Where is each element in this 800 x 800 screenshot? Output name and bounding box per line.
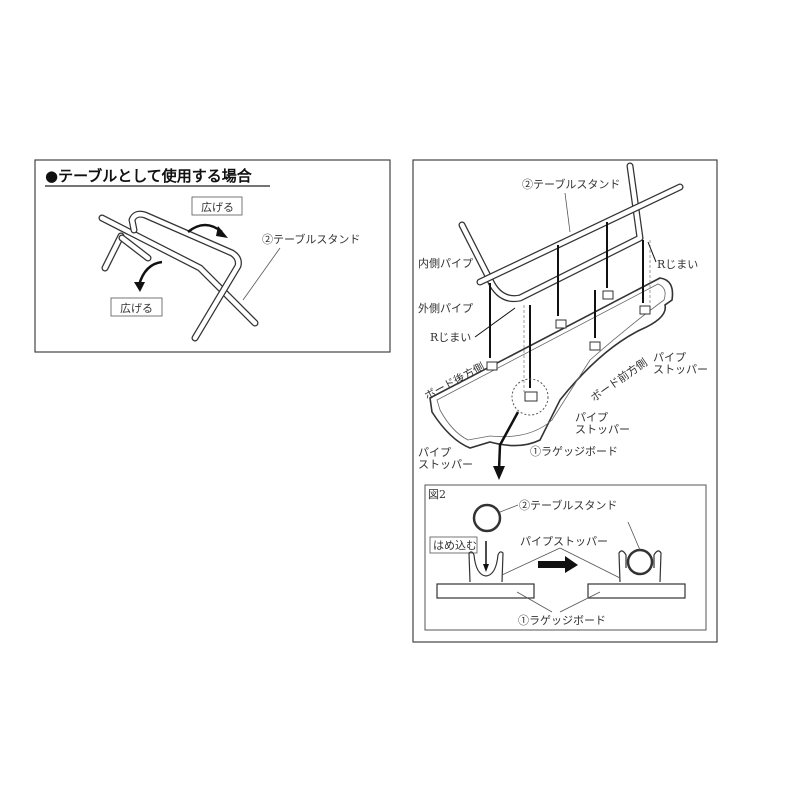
arrowhead-icon xyxy=(134,282,145,292)
arrowhead-icon xyxy=(493,466,505,480)
right-arrow-icon xyxy=(538,556,578,573)
outer-pipe-label: 外側パイプ xyxy=(418,302,473,315)
spread-label-box xyxy=(191,196,243,216)
leader-line xyxy=(242,247,281,301)
table-stand-drawing xyxy=(458,162,684,303)
r-end-label: Rじまい xyxy=(657,258,698,271)
panel-title: ●テーブルとして使用する場合 xyxy=(45,167,253,185)
luggage-board-label: ①ラゲッジボード xyxy=(530,445,618,458)
rotate-arrow-icon xyxy=(187,223,223,233)
assembly-panel: ②テーブルスタンド 内側パイプ Rじまい 外側パイプ Rじまい ボード後方側 ボ… xyxy=(412,159,718,643)
figure-border xyxy=(424,484,707,631)
table-usage-panel: ●テーブルとして使用する場合 広げる 広げる ②テーブルスタンド xyxy=(34,159,391,353)
stopper-label: ストッパー xyxy=(653,363,708,376)
stand-label: ②テーブルスタンド xyxy=(262,232,360,246)
stopper-label: ストッパー xyxy=(418,458,473,471)
down-arrows xyxy=(489,222,644,388)
pipe-section xyxy=(472,503,502,533)
stopper-label: パイプ xyxy=(418,446,451,459)
board-front-label: ボード前方側 xyxy=(588,355,650,404)
r-end-label: Rじまい xyxy=(430,331,471,344)
pipe-stoppers xyxy=(486,290,651,402)
stopper-label: パイプストッパー xyxy=(520,535,608,548)
stopper-label: パイプ xyxy=(575,411,608,424)
rotate-arrow-icon xyxy=(137,260,163,286)
stand-label: ②テーブルスタンド xyxy=(519,498,617,512)
detail-circle xyxy=(511,378,549,416)
panel-border xyxy=(34,159,391,353)
stopper-label: パイプ xyxy=(653,351,686,364)
stand-label: ②テーブルスタンド xyxy=(522,177,620,191)
arrowhead-icon xyxy=(216,226,228,238)
spread-label-box xyxy=(110,297,163,317)
table-stand-drawing xyxy=(98,210,259,342)
luggage-board-label: ①ラゲッジボード xyxy=(518,614,606,627)
insert-label: はめ込む xyxy=(433,539,477,552)
figure-2: 図2 ②テーブルスタンド はめ込む パイプストッパー ①ラゲッジボード xyxy=(424,484,707,631)
detail-arrow xyxy=(497,411,520,471)
panel-border xyxy=(412,159,718,643)
stopper-label: ストッパー xyxy=(575,423,630,436)
inner-pipe-label: 内側パイプ xyxy=(418,256,473,270)
spread-label: 広げる xyxy=(120,302,153,315)
luggage-board-drawing xyxy=(429,277,674,449)
figure-title: 図2 xyxy=(428,488,446,501)
spread-label: 広げる xyxy=(201,201,234,214)
